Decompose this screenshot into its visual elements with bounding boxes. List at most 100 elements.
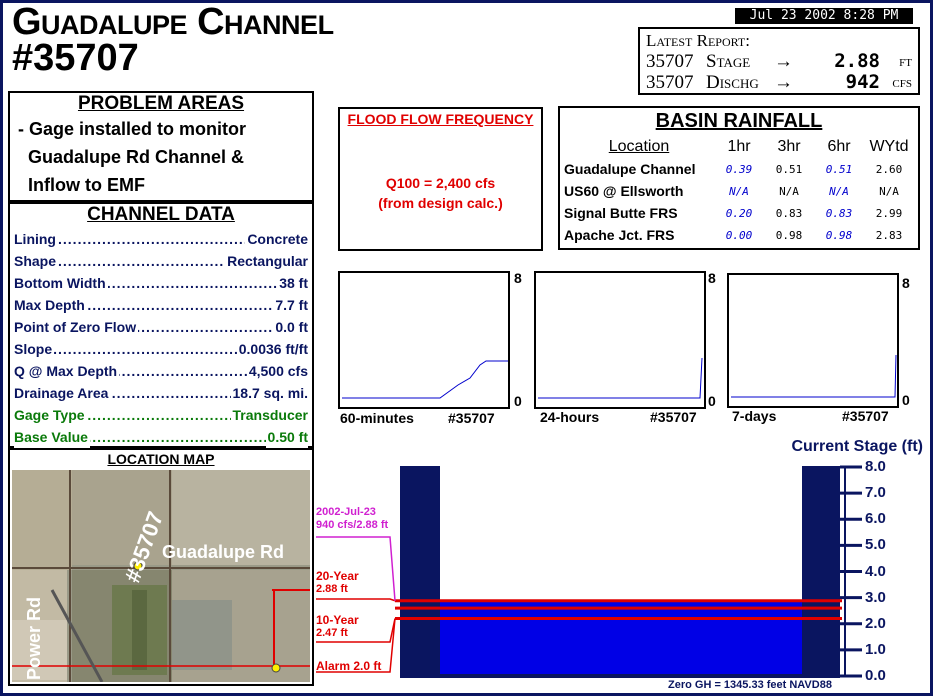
rainfall-location: Signal Butte FRS [564,205,678,221]
channel-data-key: Shape [14,250,59,272]
rainfall-1hr: 0.20 [725,206,753,220]
arrow-right-icon: → [774,72,793,93]
channel-data-key: Lining [14,228,58,250]
stage-row: 35707 Stage → 2.88 FT [646,50,912,73]
alarm-annotation: Alarm 2.0 ft [316,659,382,673]
discharge-row: 35707 Dischg → 942 CFS [646,72,912,94]
rainfall-wytd: 2.60 [875,162,903,176]
stage-gauge-svg [316,465,862,678]
rainfall-3hr: 0.98 [775,228,803,242]
rainfall-1hr: N/A [729,184,749,198]
chart-7-days-plot [731,354,897,398]
channel-data-row: ........................................… [10,316,312,338]
station-name: Guadalupe Channel [12,1,334,43]
channel-data-key: Gage Type [14,404,87,426]
stage-value: 2.88 [834,50,880,72]
channel-data-row: ........................................… [10,294,312,316]
gauge-tick-label: 5.0 [865,536,886,554]
chart-60-minutes-plot [342,360,508,399]
chart-24-hours-plot [538,357,703,399]
gauge-tick-label: 7.0 [865,484,886,502]
col-6hr: 6hr [827,138,851,155]
year10-label: 10-Year [316,613,359,627]
gauge-tick-label: 8.0 [865,458,886,475]
channel-data-value: 4,500 cfs [246,360,308,382]
year10-annotation: 10-Year 2.47 ft [316,614,359,640]
chart-24-ymin: 0 [708,393,716,409]
current-date: 2002-Jul-23 [316,506,376,518]
channel-data-key: Base Value [14,426,90,448]
gauge-tick-label: 3.0 [865,588,886,606]
year10-value: 2.47 ft [316,627,348,639]
basin-rainfall-panel: BASIN RAINFALL Location 1hr 3hr 6hr WYtd… [558,106,920,250]
alarm-leader [316,618,396,673]
chart-7d-ymax: 8 [902,275,910,291]
problem-line-3: Inflow to EMF [28,175,145,195]
gauge-tick-label: 1.0 [865,640,886,658]
year10-leader [316,618,396,643]
rainfall-1hr: 0.00 [725,228,753,242]
stage-label: Stage [706,51,751,72]
datum-note: Zero GH = 1345.33 feet NAVD88 [668,679,832,691]
chart-24-label: 24-hours [540,409,600,425]
gauge-tick-label: 4.0 [865,562,886,580]
gauge-tick-label: 0.0 [865,667,886,684]
channel-data-key: Bottom Width [14,272,108,294]
aerial-map-svg [12,470,310,682]
rainfall-1hr: 0.39 [725,162,753,176]
discharge-unit: CFS [892,78,912,90]
channel-data-value: 0.0036 ft/ft [236,338,308,360]
rainfall-3hr: 0.51 [775,162,803,176]
q100-source: (from design calc.) [378,195,503,211]
problem-areas-panel: PROBLEM AREAS - Gage installed to monito… [8,91,314,202]
rainfall-table: Location 1hr 3hr 6hr WYtd Guadalupe Chan… [564,136,914,246]
rainfall-3hr: 0.83 [775,206,803,220]
channel-data-value: Rectangular [225,250,308,272]
channel-data-key: Drainage Area [14,382,111,404]
leader-dots: ........................................… [14,341,308,357]
discharge-label: Dischg [706,72,759,93]
col-3hr: 3hr [777,138,801,155]
leader-dots: ........................................… [14,231,308,247]
col-location: Location [608,138,670,155]
channel-data-heading: CHANNEL DATA [87,204,235,225]
col-1hr: 1hr [727,138,751,155]
channel-data-value: Concrete [245,228,308,250]
channel-data-value: 18.7 sq. mi. [230,382,308,404]
problem-areas-heading: PROBLEM AREAS [77,93,245,114]
problem-line-2: Guadalupe Rd Channel & [28,147,245,167]
chart-60-label: 60-minutes [340,410,414,426]
arrow-right-icon: → [774,51,793,72]
year20-leader [316,598,396,602]
channel-data-row: ........................................… [10,250,312,272]
water-level-fill [440,600,802,674]
aerial-map-image: #35707 Guadalupe Rd Power Rd [12,470,310,682]
flood-frequency-heading: FLOOD FLOW FREQUENCY [347,111,534,127]
stage-unit: FT [899,57,912,69]
channel-data-key: Point of Zero Flow [14,316,139,338]
rainfall-location: Apache Jct. FRS [564,227,675,243]
gauge-tick-label: 6.0 [865,510,886,528]
current-annotation: 2002-Jul-23 940 cfs/2.88 ft [316,506,388,532]
channel-data-value: 38 ft [277,272,308,294]
location-map-panel: LOCATION MAP #35707 Guadalupe Rd Po [8,448,314,686]
year20-value: 2.88 ft [316,583,348,595]
channel-cross-section [400,466,840,678]
channel-data-row: ........................................… [10,426,312,448]
flood-frequency-panel: FLOOD FLOW FREQUENCY Q100 = 2,400 cfs (f… [338,107,543,251]
leader-dots: ........................................… [14,297,308,313]
rainfall-6hr: N/A [829,184,849,198]
latest-report-heading: Latest Report: [646,31,750,50]
chart-60-minutes [338,271,510,409]
station-number: #35707 [12,37,139,79]
stage-station-id: 35707 [646,51,694,72]
q100-value: Q100 = 2,400 cfs [385,175,496,191]
chart-60-station: #35707 [448,410,495,426]
latest-report-panel: Latest Report: 35707 Stage → 2.88 FT 357… [638,27,920,95]
location-map-heading: LOCATION MAP [107,451,215,467]
year20-label: 20-Year [316,569,359,583]
